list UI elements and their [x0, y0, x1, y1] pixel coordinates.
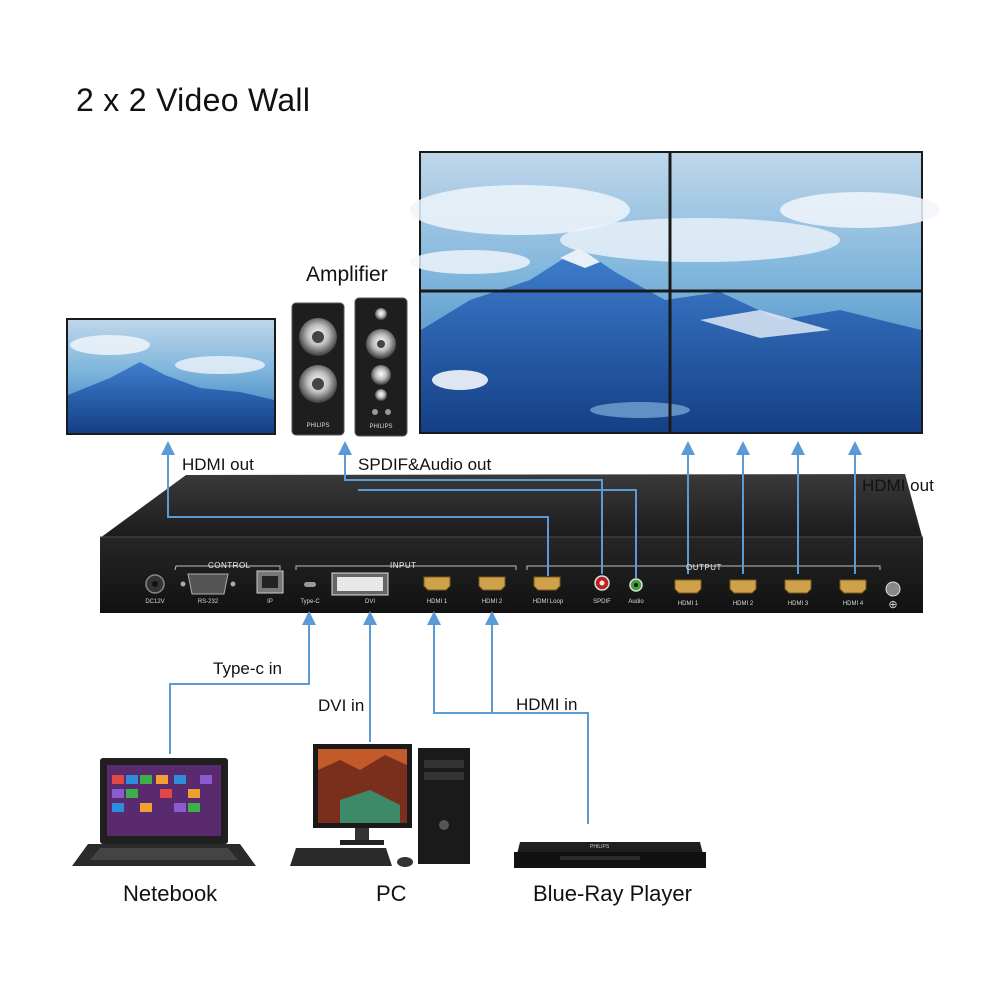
- port-label: RS-232: [197, 599, 219, 605]
- spdif-audio-out-label: SPDIF&Audio out: [358, 455, 492, 474]
- amplifier-label: Amplifier: [306, 263, 388, 286]
- port-label: HDMI 2: [732, 601, 754, 607]
- notebook-label: Netebook: [123, 881, 218, 906]
- port-label: HDMI 3: [787, 601, 809, 607]
- hdmi-out-label-right: HDMI out: [862, 476, 934, 495]
- bluray-label: Blue-Ray Player: [533, 881, 692, 906]
- video-wall-processor: ⊕: [100, 474, 923, 613]
- speaker-left-brand: PHILIPS: [306, 423, 330, 429]
- svg-text:PHILIPS: PHILIPS: [590, 844, 610, 850]
- port-label: HDMI 1: [677, 601, 699, 607]
- type-c-in-label: Type-c in: [213, 659, 282, 678]
- pc-label: PC: [376, 881, 407, 906]
- input-group-label: INPUT: [390, 561, 417, 570]
- port-label: IP: [267, 599, 273, 605]
- port-label: DC12V: [145, 599, 165, 605]
- page-title: 2 x 2 Video Wall: [76, 82, 311, 118]
- port-label: HDMI 4: [842, 601, 864, 607]
- port-label: HDMI 1: [426, 599, 448, 605]
- bluray-player: PHILIPS: [514, 842, 706, 868]
- speaker-left: [291, 302, 345, 436]
- svg-text:⊕: ⊕: [888, 599, 897, 611]
- hdmi-monitor: [66, 318, 276, 435]
- dvi-in-label: DVI in: [318, 696, 365, 715]
- port-label: DVI: [364, 599, 375, 605]
- output-group-label: OUTPUT: [686, 563, 722, 572]
- port-label: HDMI 2: [481, 599, 503, 605]
- port-label: Type-C: [300, 599, 320, 605]
- port-label: Audio: [628, 599, 644, 605]
- hdmi-in-label: HDMI in: [516, 695, 578, 714]
- port-label: HDMI Loop: [532, 599, 564, 605]
- hdmi-out-label-left: HDMI out: [182, 455, 254, 474]
- video-wall: [410, 151, 940, 434]
- speaker-right: [354, 297, 408, 437]
- connection-lines: [161, 441, 862, 824]
- speaker-right-brand: PHILIPS: [369, 424, 393, 430]
- port-label: SPDIF: [593, 599, 611, 605]
- control-group-label: CONTROL: [208, 561, 251, 570]
- pc: [290, 744, 470, 867]
- notebook: [72, 758, 256, 866]
